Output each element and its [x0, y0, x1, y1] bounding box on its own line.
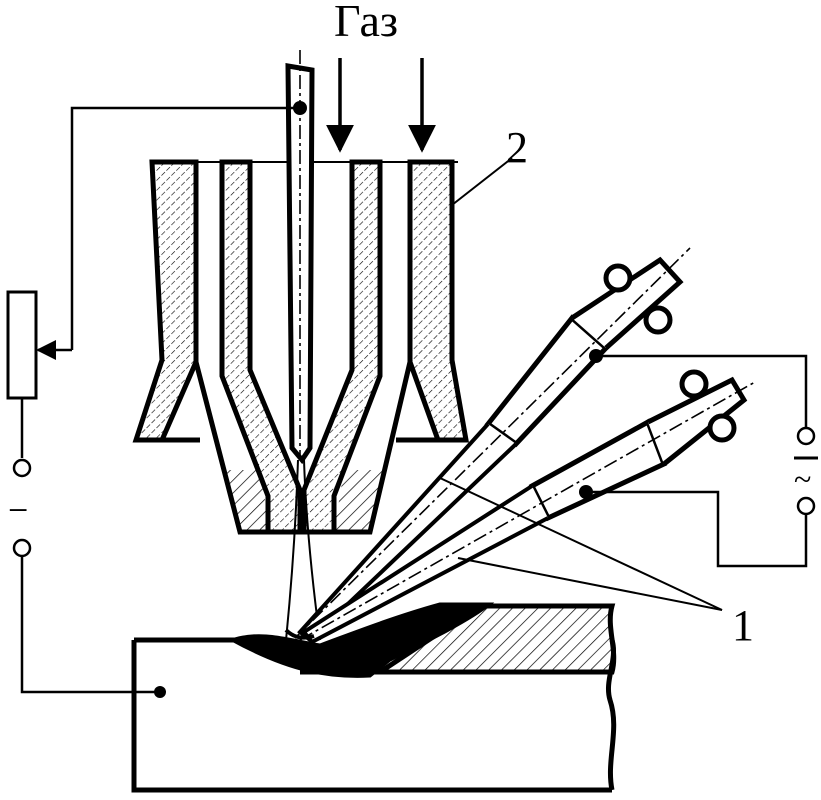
torch-number-label: 2	[506, 123, 528, 172]
rheostat	[6, 290, 38, 400]
wire-feeder-upper	[294, 247, 691, 643]
feed-roller-icon	[679, 369, 709, 399]
dc-terminal-bottom	[12, 538, 32, 558]
ac-terminal-bottom	[796, 496, 816, 516]
feed-roller-icon	[643, 305, 673, 335]
wire-number-label: 1	[732, 601, 754, 650]
tungsten-electrode	[285, 50, 315, 465]
wire-feeder-lower	[299, 369, 756, 645]
feed-roller-icon	[603, 263, 633, 293]
gas-flow-arrows	[326, 58, 436, 153]
dc-circuit	[6, 106, 300, 694]
ac-terminal-top	[796, 426, 816, 446]
feed-roller-icon	[707, 413, 737, 443]
dc-terminal-top	[12, 458, 32, 478]
gas-label: Газ	[334, 0, 398, 46]
leader-lines	[439, 157, 723, 611]
workpiece	[131, 602, 617, 793]
torch-nozzle	[132, 159, 469, 535]
weld-pool	[228, 602, 495, 678]
ac-circuit	[586, 354, 818, 568]
ac-symbol-label: ~	[794, 461, 811, 497]
dc-polarity-label: −	[8, 490, 28, 530]
